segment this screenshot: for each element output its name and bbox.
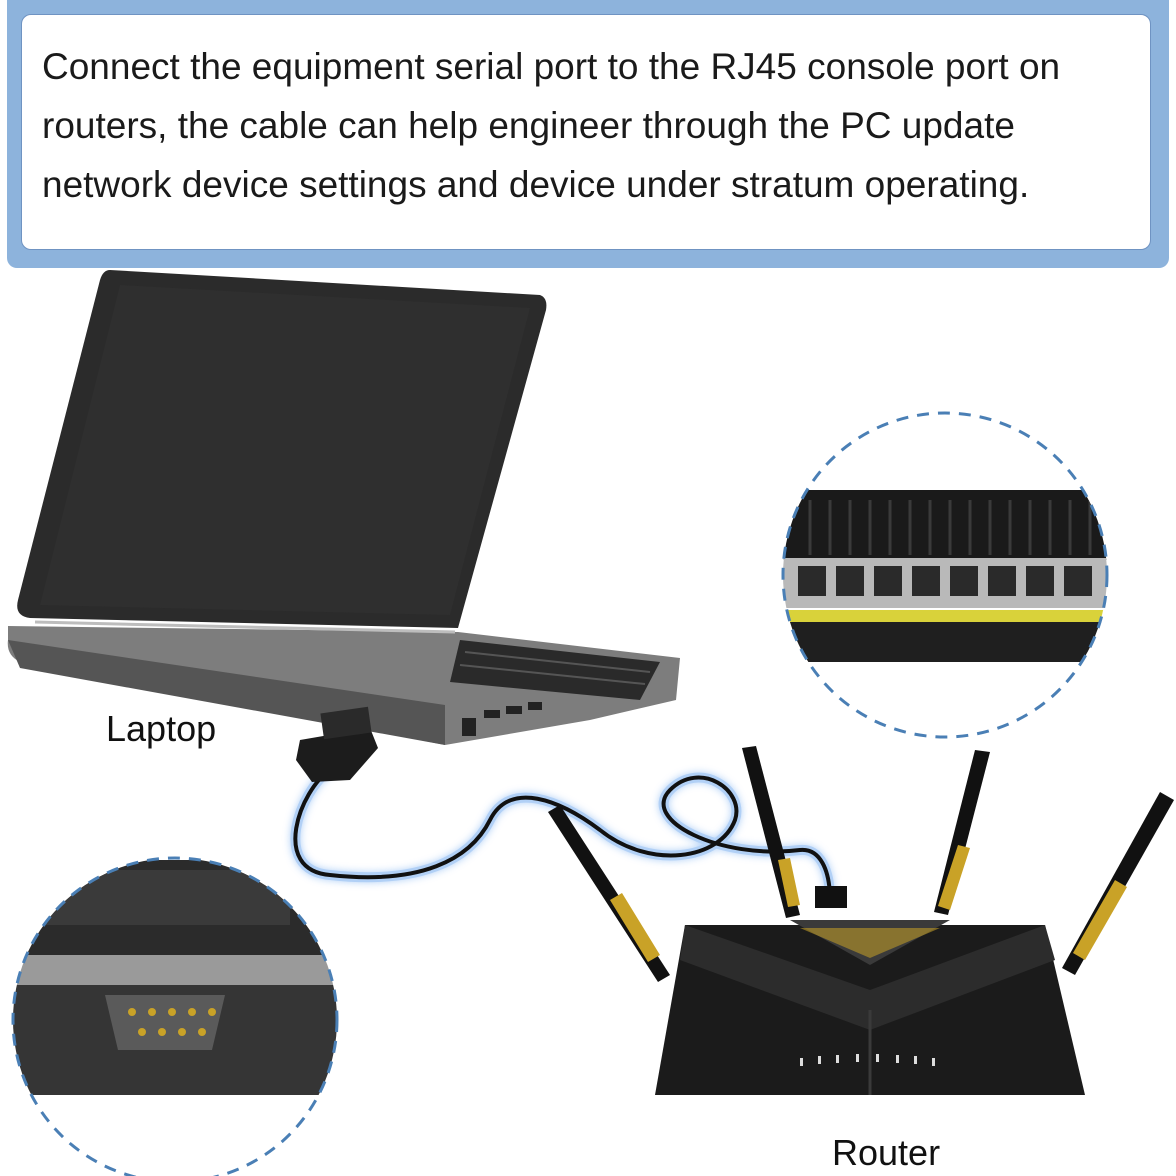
router-icon [548, 746, 1174, 1095]
description-banner: Connect the equipment serial port to the… [7, 0, 1169, 268]
db9-port-zoom-icon [11, 856, 339, 1176]
router-label: Router [832, 1132, 941, 1173]
laptop-icon [7, 270, 680, 745]
rj45-ports-zoom-icon [781, 411, 1109, 739]
laptop-label: Laptop [106, 708, 217, 749]
serial-cable-icon [290, 706, 847, 908]
description-box: Connect the equipment serial port to the… [21, 14, 1151, 250]
description-text: Connect the equipment serial port to the… [42, 46, 1061, 205]
